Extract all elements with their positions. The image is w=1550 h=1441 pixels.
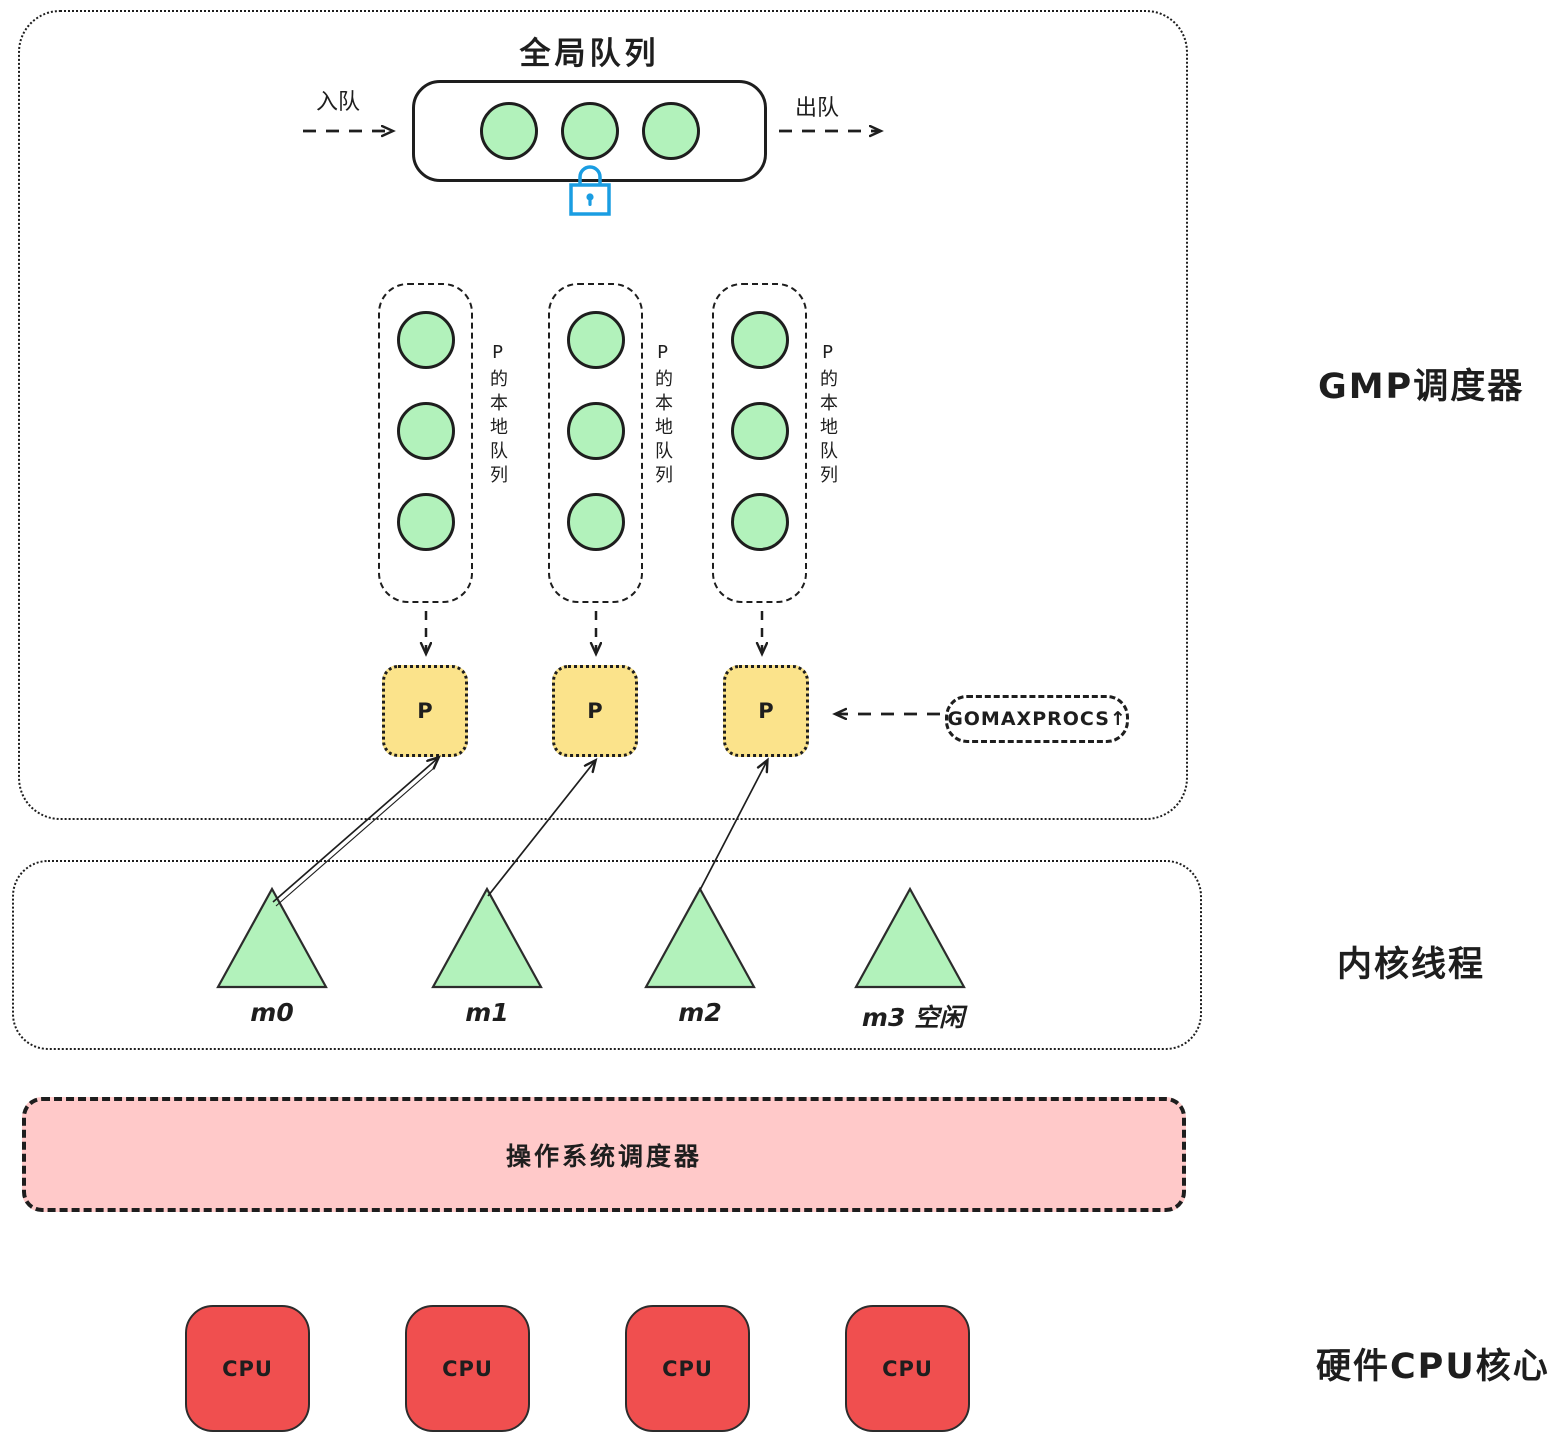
goroutine-circle (641, 102, 700, 160)
cpu-core-1-label: CPU (222, 1356, 273, 1381)
processor-p3-label: P (758, 699, 774, 723)
global-queue (412, 80, 767, 182)
goroutine-circle (566, 402, 625, 460)
thread-m2-label: m2 (678, 998, 722, 1027)
thread-m3-label: m3 空闲 (861, 1003, 965, 1032)
thread-m1-triangle (431, 886, 543, 989)
goroutine-circle (730, 402, 789, 460)
gomaxprocs-label: GOMAXPROCS↑ (947, 708, 1127, 730)
dequeue-label: 出队 (795, 96, 840, 121)
goroutine-circle (730, 311, 789, 369)
global-queue-title: 全局队列 (519, 36, 660, 72)
goroutine-circle (566, 311, 625, 369)
thread-m3-triangle (854, 886, 966, 989)
processor-p1: P (382, 665, 468, 757)
goroutine-circle (566, 493, 625, 551)
goroutine-circle (396, 311, 455, 369)
cpu-core-3: CPU (625, 1305, 750, 1432)
os-scheduler-label: 操作系统调度器 (505, 1141, 702, 1171)
processor-p2: P (552, 665, 638, 757)
gmp-section-label: GMP调度器 (1318, 367, 1525, 407)
goroutine-circle (396, 402, 455, 460)
kernel-section-label: 内核线程 (1337, 945, 1486, 985)
goroutine-circle (560, 102, 619, 160)
local-queue-1 (378, 283, 473, 603)
cpu-core-2: CPU (405, 1305, 530, 1432)
thread-m0-label: m0 (250, 998, 294, 1027)
gmp-scheduler-box (18, 10, 1188, 820)
os-scheduler-box: 操作系统调度器 (22, 1097, 1186, 1212)
local-queue-1-label: P的本地队列 (487, 342, 508, 489)
local-queue-2 (548, 283, 643, 603)
processor-p1-label: P (417, 699, 433, 723)
cpu-core-4-label: CPU (882, 1356, 933, 1381)
gomaxprocs-callout: GOMAXPROCS↑ (945, 695, 1129, 743)
processor-p3: P (723, 665, 809, 757)
local-queue-3-label: P的本地队列 (817, 342, 838, 489)
thread-m2-triangle (644, 886, 756, 989)
goroutine-circle (730, 493, 789, 551)
cpu-core-1: CPU (185, 1305, 310, 1432)
thread-m0-triangle (216, 886, 328, 989)
cpu-core-4: CPU (845, 1305, 970, 1432)
goroutine-circle (396, 493, 455, 551)
hardware-section-label: 硬件CPU核心 (1316, 1347, 1550, 1387)
local-queue-3 (712, 283, 807, 603)
cpu-core-3-label: CPU (662, 1356, 713, 1381)
goroutine-circle (479, 102, 538, 160)
kernel-threads-box (12, 860, 1202, 1050)
thread-m1-label: m1 (465, 998, 509, 1027)
lock-icon (569, 165, 611, 216)
local-queue-2-label: P的本地队列 (652, 342, 673, 489)
cpu-core-2-label: CPU (442, 1356, 493, 1381)
processor-p2-label: P (587, 699, 603, 723)
enqueue-label: 入队 (316, 90, 361, 115)
